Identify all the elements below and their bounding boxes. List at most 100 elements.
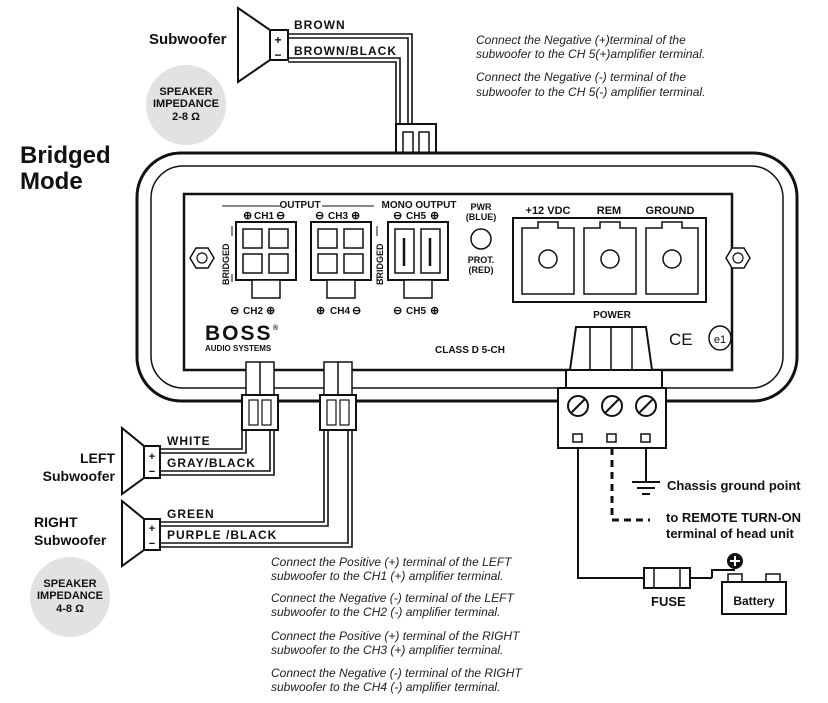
- remote-label-line1: to REMOTE TURN-ON: [666, 510, 801, 525]
- svg-text:+: +: [149, 523, 155, 535]
- right-speaker-label-line1: RIGHT: [34, 514, 78, 530]
- class-label: CLASS D 5-CH: [435, 345, 505, 356]
- ch5-bottom-plus-icon: ⊕: [430, 305, 439, 317]
- top-notes: Connect the Negative (+)terminal of the …: [476, 33, 705, 99]
- pwr-color-label: (BLUE): [466, 212, 497, 222]
- top-impedance-badge: [146, 65, 226, 145]
- e1-mark-badge: [708, 325, 732, 351]
- ch3-label: CH3: [328, 211, 348, 222]
- svg-text:−: −: [149, 466, 155, 478]
- remote-label-line2: terminal of head unit: [666, 526, 795, 541]
- ch1-minus-icon: ⊖: [276, 210, 285, 222]
- battery-label: Battery: [733, 594, 775, 608]
- brown-black-wire-outline: [288, 61, 397, 124]
- chassis-ground-label: Chassis ground point: [667, 478, 801, 493]
- mode-title-line2: Mode: [20, 168, 83, 195]
- ch5-top-plus-icon: ⊕: [430, 210, 439, 222]
- bridged-label-right: BRIDGED: [375, 243, 385, 285]
- top-speaker-minus: −: [274, 48, 281, 62]
- left-screw-icon: [189, 247, 215, 269]
- top-impedance-title: SPEAKER: [159, 86, 212, 98]
- top-wire-neg-label: BROWN/BLACK: [294, 44, 397, 58]
- ch2-label: CH2: [243, 306, 263, 317]
- prot-label: PROT.: [468, 255, 495, 265]
- right-wire-neg-label: PURPLE /BLACK: [167, 528, 277, 542]
- right-sub-wires: [160, 430, 353, 548]
- bridged-label-left: BRIDGED: [221, 243, 231, 285]
- brown-wire-outline: [288, 37, 409, 124]
- bottom-note-4-line1: Connect the Negative (-) terminal of the…: [271, 666, 523, 680]
- top-subwoofer: + −: [237, 6, 289, 84]
- power-plug: [557, 326, 667, 449]
- right-speaker-cone-icon: [121, 498, 145, 568]
- terminal-ground: [645, 221, 699, 295]
- ch4-minus-icon: ⊖: [352, 305, 361, 317]
- terminal-12v: [521, 221, 575, 295]
- battery-icon: [721, 553, 787, 615]
- bottom-impedance-title: SPEAKER: [43, 578, 96, 590]
- left-speaker-label-line1: LEFT: [80, 450, 115, 466]
- ch5-bottom-minus-icon: ⊖: [393, 305, 402, 317]
- svg-text:+: +: [149, 451, 155, 463]
- remote-wire: [610, 448, 650, 522]
- top-speaker-cone-icon: [237, 6, 271, 84]
- right-subwoofer: + −: [121, 498, 161, 568]
- bottom-note-3-line2: subwoofer to the CH3 (+) amplifier termi…: [271, 643, 503, 657]
- fuse-label: FUSE: [651, 594, 686, 609]
- top-note-1-line2: subwoofer to the CH 5(+)amplifier termin…: [476, 47, 705, 61]
- ch1-plus-icon: ⊕: [243, 210, 252, 222]
- top-wire-pos-label: BROWN: [294, 18, 346, 32]
- ch5-top-label: CH5: [406, 211, 426, 222]
- bottom-impedance-value: 4-8 Ω: [56, 603, 84, 615]
- top-note-2-line2: subwoofer to the CH 5(-) amplifier termi…: [476, 85, 705, 99]
- rem-label: REM: [597, 205, 621, 217]
- top-wires: [288, 33, 413, 124]
- power-label: POWER: [593, 310, 632, 321]
- top-speaker-plus: +: [274, 33, 281, 47]
- brand-subtitle: AUDIO SYSTEMS: [205, 344, 272, 353]
- v12-label: +12 VDC: [526, 205, 571, 217]
- top-note-2-line1: Connect the Negative (-) terminal of the: [476, 70, 686, 84]
- top-impedance-value: 2-8 Ω: [172, 111, 200, 123]
- output-label: OUTPUT: [279, 200, 320, 211]
- terminal-rem: [583, 221, 637, 295]
- left-wire-neg-label: GRAY/BLACK: [167, 456, 256, 470]
- left-sub-wires: [160, 430, 275, 476]
- left-speaker-cone-icon: [121, 425, 145, 496]
- brand-logo: BOSS: [205, 322, 273, 345]
- ch1-label: CH1: [254, 211, 274, 222]
- bottom-note-1-line1: Connect the Positive (+) terminal of the…: [271, 555, 513, 569]
- bottom-note-1-line2: subwoofer to the CH1 (+) amplifier termi…: [271, 569, 503, 583]
- svg-text:−: −: [149, 538, 155, 550]
- bottom-notes: Connect the Positive (+) terminal of the…: [271, 555, 523, 694]
- ch1-ch2-plug: [241, 361, 279, 431]
- top-impedance-title2: IMPEDANCE: [153, 98, 219, 110]
- mode-title-line1: Bridged: [20, 142, 111, 169]
- amplifier: OUTPUT ⊕ CH1 ⊖ BRIDGED CH2 ⊕ ⊖ ⊖ CH3 ⊕ B…: [135, 151, 799, 403]
- top-note-1-line1: Connect the Negative (+)terminal of the: [476, 33, 686, 47]
- ch5-top-minus-icon: ⊖: [393, 210, 402, 222]
- ch4-label: CH4: [330, 306, 350, 317]
- ch3-plus-icon: ⊕: [351, 210, 360, 222]
- bottom-impedance-badge: [30, 557, 110, 637]
- left-subwoofer: + −: [121, 425, 161, 496]
- brown-wire: [288, 33, 413, 124]
- left-speaker-label-line2: Subwoofer: [43, 468, 116, 484]
- ce-mark: CE: [669, 330, 693, 349]
- ch3-ch4-plug: [319, 361, 357, 431]
- bottom-note-2-line1: Connect the Negative (-) terminal of the…: [271, 591, 515, 605]
- bottom-note-4-line2: subwoofer to the CH4 (-) amplifier termi…: [271, 680, 500, 694]
- bottom-note-3-line1: Connect the Positive (+) terminal of the…: [271, 629, 521, 643]
- ch2-plus-icon: ⊕: [266, 305, 275, 317]
- brand-registered: ®: [273, 324, 279, 332]
- prot-color-label: (RED): [469, 265, 494, 275]
- pwr-led-icon: [470, 228, 492, 250]
- right-speaker-label-line2: Subwoofer: [34, 532, 107, 548]
- brown-black-wire: [288, 57, 401, 124]
- mono-output-label: MONO OUTPUT: [382, 200, 457, 211]
- ch3-minus-icon: ⊖: [315, 210, 324, 222]
- top-speaker-label: Subwoofer: [149, 31, 227, 48]
- right-wire-pos-label: GREEN: [167, 507, 215, 521]
- right-screw-icon: [725, 247, 751, 269]
